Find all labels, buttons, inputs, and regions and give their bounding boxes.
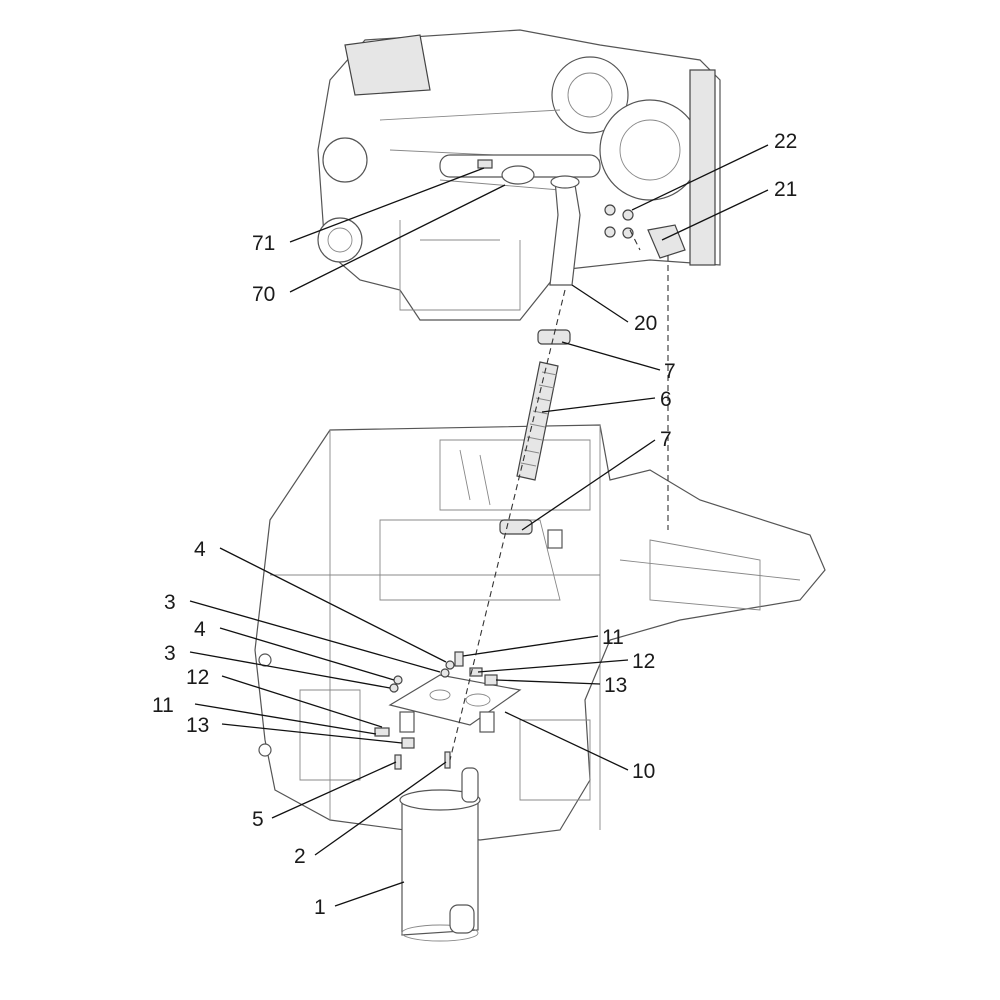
- callout-10: 10: [632, 760, 655, 783]
- assembly-line: [449, 229, 669, 761]
- callout-4-lower: 4: [194, 618, 206, 641]
- callout-70: 70: [252, 283, 275, 306]
- callout-71: 71: [252, 232, 275, 255]
- callout-20: 20: [634, 312, 657, 335]
- callout-12-right: 12: [632, 650, 655, 673]
- callout-4-upper: 4: [194, 538, 206, 561]
- chassis-frame: [254, 424, 826, 841]
- callout-22: 22: [774, 130, 797, 153]
- callout-13-left: 13: [186, 714, 209, 737]
- engine-assembly: [317, 29, 721, 321]
- callout-3-upper: 3: [164, 591, 176, 614]
- callout-13-right: 13: [604, 674, 627, 697]
- callout-3-lower: 3: [164, 642, 176, 665]
- callout-7-upper: 7: [664, 360, 676, 383]
- fasteners: [374, 651, 498, 770]
- leader-lines: [189, 144, 769, 907]
- callout-1: 1: [314, 896, 326, 919]
- callout-7-lower: 7: [660, 428, 672, 451]
- callout-12-left: 12: [186, 666, 209, 689]
- flex-hose-6: [516, 361, 559, 481]
- callout-11-left: 11: [152, 694, 174, 717]
- callout-2: 2: [294, 845, 306, 868]
- callout-5: 5: [252, 808, 264, 831]
- callout-11-right: 11: [602, 626, 624, 649]
- muffler-1: [399, 767, 481, 942]
- clamp-7-upper: [537, 329, 571, 345]
- callout-21: 21: [774, 178, 797, 201]
- callout-6: 6: [660, 388, 672, 411]
